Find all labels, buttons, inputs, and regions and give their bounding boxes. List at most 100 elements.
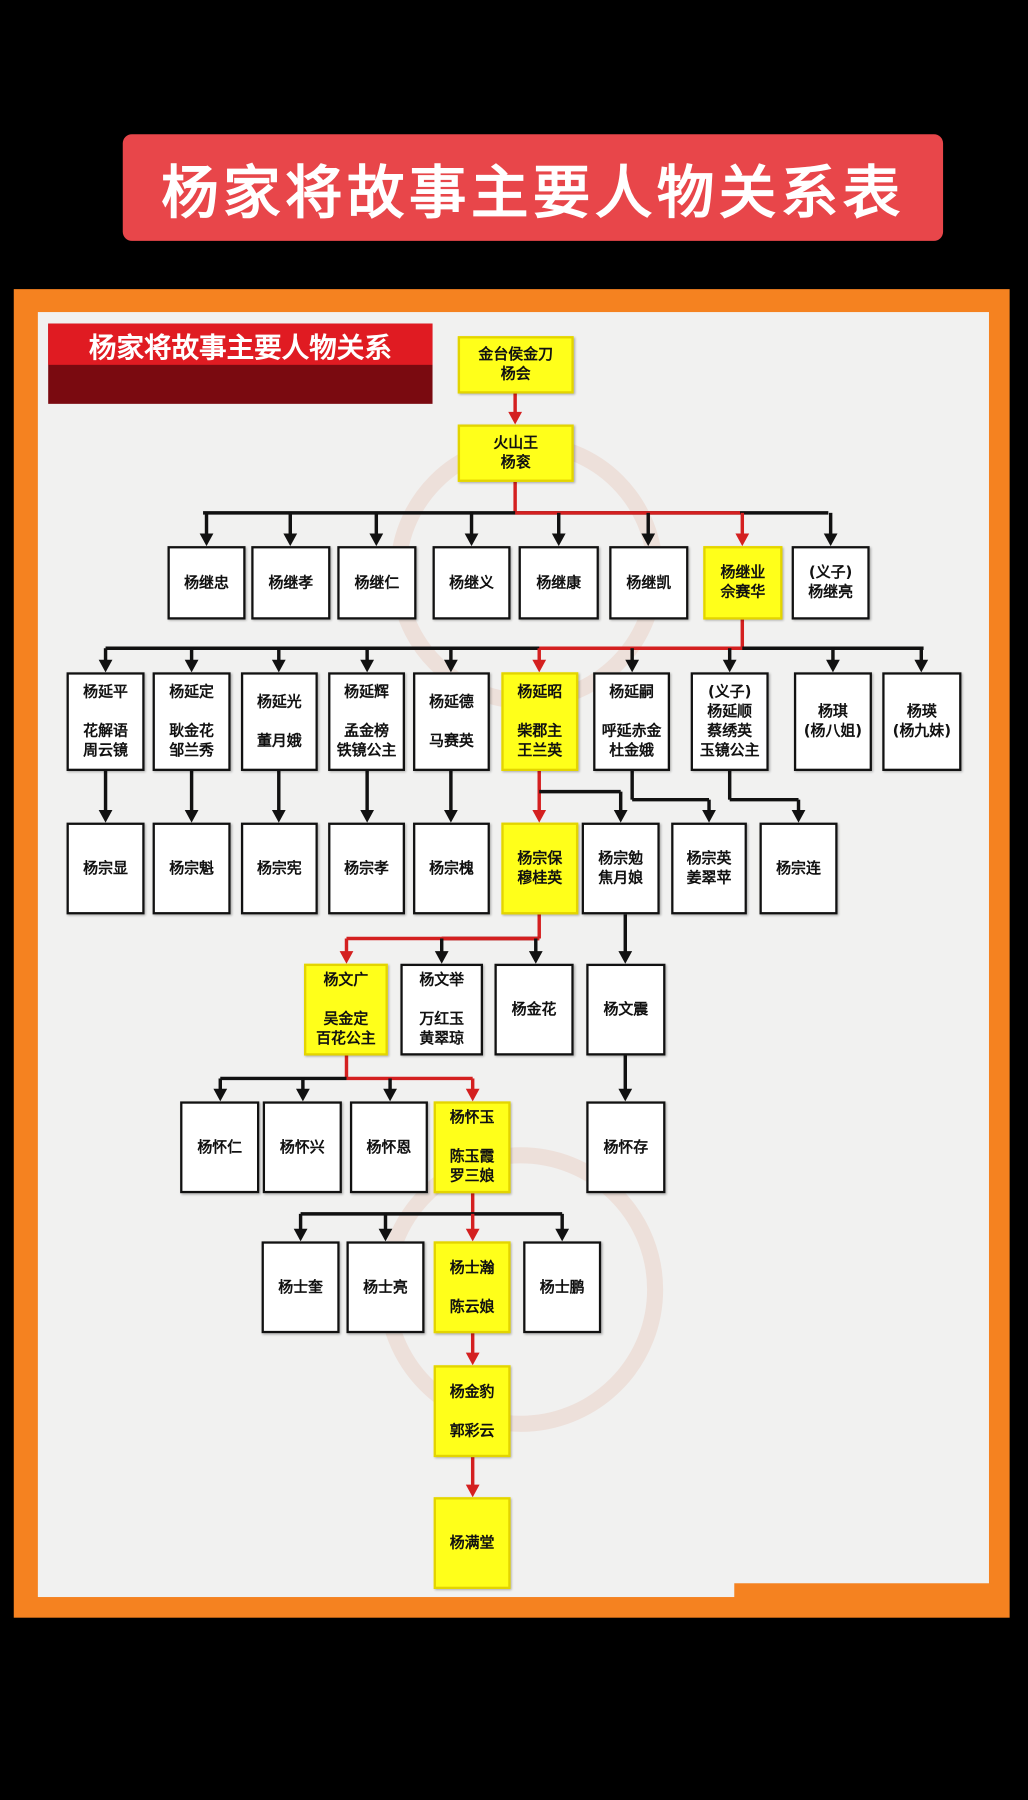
arrow-head-icon [722, 659, 737, 673]
arrow-head-icon [360, 809, 375, 823]
person-name: 杨宗勉 [598, 850, 644, 868]
person-name: 黄翠琼 [419, 1030, 465, 1048]
arrow-head-icon [465, 1352, 480, 1366]
person-name: 火山王 [493, 434, 539, 453]
person-name: 铁镜公主 [336, 742, 397, 760]
person-name: 陈玉霞 [449, 1148, 495, 1166]
person-node-shihan: 杨士瀚陈云娘 [433, 1241, 511, 1334]
arrow-head-icon [444, 809, 458, 823]
person-node-zongmian: 杨宗勉焦月娘 [581, 822, 660, 915]
person-name: 王兰英 [517, 742, 563, 760]
person-node-yanzhao: 杨延昭柴郡主王兰英 [501, 672, 579, 771]
arrow-head-icon [296, 1088, 310, 1102]
person-node-yanggun: 火山王杨衮 [457, 424, 574, 482]
person-name: 蔡绣英 [707, 722, 753, 741]
person-node-zongbao: 杨宗保穆桂英 [501, 822, 579, 915]
person-node-shiliang: 杨士亮 [346, 1241, 425, 1334]
person-node-jinhua: 杨金花 [494, 963, 574, 1056]
arrow-head-icon [823, 533, 838, 547]
person-name: 杨会 [500, 365, 531, 384]
person-node-jikang: 杨继康 [518, 546, 599, 620]
person-name: 杨延光 [256, 693, 302, 711]
person-node-jikai: 杨继凯 [609, 546, 689, 620]
person-name: (杨八姐) [803, 722, 863, 741]
person-node-mantang: 杨满堂 [433, 1497, 511, 1590]
arrow-head-icon [213, 1088, 228, 1102]
arrow-head-icon [532, 659, 547, 673]
person-name: 杨衮 [500, 454, 531, 472]
person-name: 柴郡主 [517, 722, 563, 741]
person-name: 杨延顺 [707, 703, 753, 721]
person-name: 邹兰秀 [169, 742, 214, 760]
person-name: 杨继康 [536, 574, 582, 592]
person-name: 杨士奎 [278, 1278, 323, 1296]
person-node-yansi: 杨延嗣呼延赤金杜金娥 [593, 672, 671, 771]
person-name: 吴金定 [323, 1010, 369, 1028]
person-node-wenju: 杨文举万红玉黄翠琼 [400, 963, 484, 1056]
person-node-yangying: 杨瑛(杨九妹) [882, 672, 962, 771]
person-name: 杨宗英 [686, 850, 732, 868]
person-name: 杨士亮 [363, 1278, 408, 1296]
person-name: 杨延辉 [344, 683, 389, 702]
arrow-head-icon [551, 533, 566, 547]
person-name: 杨宗宪 [256, 859, 302, 878]
person-name: 杨士瀚 [449, 1259, 495, 1277]
person-name: 陈云娘 [449, 1298, 495, 1316]
person-name: 孟金榜 [344, 722, 389, 741]
person-node-yanghui: 金台侯金刀杨会 [457, 336, 574, 394]
person-name: (义子) [707, 683, 752, 702]
arrow-head-icon [914, 659, 929, 673]
arrow-head-icon [199, 533, 214, 547]
arrow-head-icon [369, 533, 384, 547]
arrow-head-icon [293, 1228, 308, 1242]
person-node-yanding: 杨延定耿金花邹兰秀 [152, 672, 231, 771]
arrow-head-icon [532, 809, 547, 823]
person-name: (义子) [808, 564, 853, 582]
person-node-yanhui: 杨延辉孟金榜铁镜公主 [328, 672, 405, 771]
person-node-jixiao: 杨继孝 [251, 546, 331, 620]
person-name: 杨延嗣 [609, 683, 654, 702]
person-name: 杨继仁 [354, 574, 400, 592]
arrow-head-icon [465, 1484, 480, 1498]
arrow-head-icon [360, 659, 375, 673]
arrow-head-icon [625, 659, 640, 673]
person-name: 杨文广 [323, 971, 369, 989]
arrow-head-icon [184, 659, 199, 673]
person-name: 杨继凯 [626, 574, 672, 592]
person-name: 董月娥 [256, 732, 302, 750]
person-node-zongying: 杨宗英姜翠苹 [671, 822, 747, 915]
person-name: 杜金娥 [609, 742, 654, 760]
person-node-zongxian1: 杨宗显 [66, 822, 145, 915]
person-node-huaixing: 杨怀兴 [262, 1101, 342, 1194]
person-node-jinbao: 杨金豹郭彩云 [433, 1365, 511, 1458]
person-node-zongxian2: 杨宗宪 [240, 822, 318, 915]
person-node-jiye: 杨继业佘赛华 [703, 546, 783, 620]
arrow-head-icon [283, 533, 298, 547]
person-node-jiren: 杨继仁 [337, 546, 417, 620]
arrow-head-icon [735, 533, 750, 547]
arrow-head-icon [465, 1088, 480, 1102]
arrow-head-icon [98, 809, 113, 823]
person-node-jizhong: 杨继忠 [167, 546, 246, 620]
person-name: 呼延赤金 [601, 722, 662, 741]
arrow-head-icon [618, 1088, 633, 1102]
person-name: 佘赛华 [720, 583, 766, 602]
person-name: (杨九妹) [892, 722, 952, 741]
arrow-head-icon [98, 659, 113, 673]
person-name: 周云镜 [83, 742, 128, 760]
person-name: 杨继业 [720, 564, 766, 582]
person-node-yande: 杨延德马赛英 [413, 672, 490, 771]
person-name: 耿金花 [169, 722, 214, 741]
person-node-yanguang: 杨延光董月娥 [240, 672, 318, 771]
arrow-head-icon [378, 1228, 393, 1242]
arrow-head-icon [271, 659, 286, 673]
person-name: 杨继忠 [184, 574, 229, 592]
person-name: 杨金豹 [449, 1383, 495, 1401]
person-node-yanshun: (义子)杨延顺蔡绣英玉镜公主 [690, 672, 769, 771]
arrow-head-icon [444, 659, 458, 673]
person-node-shipeng: 杨士鹏 [523, 1241, 602, 1334]
chart-title-box: 杨家将故事主要人物关系 [48, 323, 433, 404]
arrow-head-icon [555, 1228, 570, 1242]
